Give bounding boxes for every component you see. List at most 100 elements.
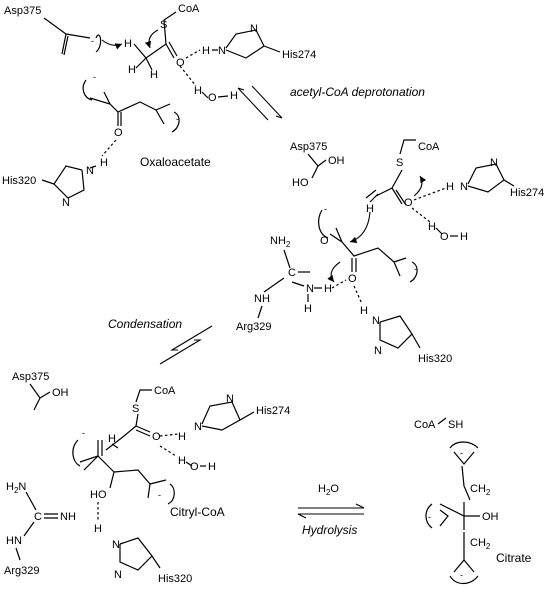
asp375-charge-arc-1 — [95, 34, 102, 53]
minus-sign: - — [93, 72, 96, 82]
proton-transfer-arrow — [101, 39, 123, 50]
h-atom: H — [366, 203, 374, 215]
asp375-label-2: Asp375 — [290, 141, 327, 153]
hbond — [159, 445, 177, 457]
ch2-label: CH2 — [470, 483, 491, 497]
nh-label: NH — [254, 293, 270, 305]
condensation-step-label: Condensation — [108, 317, 182, 331]
n-atom: N — [86, 165, 94, 177]
oxaloacetate-backbone — [89, 91, 157, 113]
c-atom: C — [288, 267, 296, 279]
h-atom: H — [108, 433, 116, 445]
h-atom: H — [178, 431, 186, 443]
o-atom: O — [440, 231, 449, 243]
h-atom: H — [94, 523, 102, 535]
charge-arc — [409, 261, 418, 283]
h-atom: H — [194, 85, 202, 97]
citrate-caption: Citrate — [496, 551, 532, 565]
n-atom: N — [226, 393, 234, 405]
charge-arc — [449, 575, 479, 585]
hbond — [353, 285, 363, 305]
n-atom: N — [306, 283, 314, 295]
acetyl-methyl — [133, 43, 167, 71]
o-atom: O — [152, 431, 161, 443]
citrate-bottom-carboxylate — [453, 532, 475, 573]
minus-sign: - — [91, 36, 94, 46]
h-atom: H — [324, 283, 332, 295]
sh-label: SH — [448, 419, 463, 431]
c-atom: C — [34, 511, 42, 523]
panel-citrate: CoA SH - CH2 - OH CH2 - Citrate — [414, 417, 532, 585]
forward-arrow — [170, 325, 213, 351]
charge-arc — [72, 439, 81, 467]
citryl-thioester — [105, 413, 151, 451]
asp375-label-1: Asp375 — [4, 5, 41, 17]
s-atom: S — [160, 19, 167, 31]
his274-ring-1 — [212, 29, 265, 59]
his274-ring-2 — [467, 163, 505, 193]
o-atom: O — [190, 461, 199, 473]
s-atom: S — [396, 157, 403, 169]
ho-label: HO — [90, 489, 107, 501]
citrate-top-carboxylate — [453, 451, 475, 501]
his274-label-1: His274 — [282, 49, 316, 61]
his274-label-3: His274 — [256, 405, 290, 417]
reverse-arrow — [159, 339, 202, 365]
his274-ring-3 — [201, 401, 241, 431]
forward-arrow — [298, 503, 365, 509]
his320-label-1: His320 — [2, 175, 36, 187]
charge-arc — [167, 483, 175, 505]
minus-sign: - — [428, 512, 431, 522]
coa-label-3: CoA — [154, 385, 176, 397]
hbond — [159, 433, 179, 437]
hbond — [101, 139, 117, 157]
his320-label-2: His320 — [418, 353, 452, 365]
charge-arc — [449, 441, 479, 449]
panel-citryl-coa: Asp375 OH S CoA O H H N N His274 H O H -… — [4, 371, 290, 585]
h-atom: H — [100, 157, 108, 169]
nh-label: NH — [60, 511, 76, 523]
n-atom: N — [218, 45, 226, 57]
oxaloacetate-caption: Oxaloacetate — [140, 155, 211, 169]
ch2-label: CH2 — [470, 537, 491, 551]
deprotonation-equilibrium-arrows: acetyl-CoA deprotonation — [237, 85, 425, 121]
o-atom: O — [404, 197, 413, 209]
h-atom: H — [446, 181, 454, 193]
his274-label-2: His274 — [510, 187, 544, 199]
oh-label: OH — [328, 155, 345, 167]
curved-electron-arrow — [413, 175, 427, 197]
oh-label: OH — [482, 511, 499, 523]
his320-ring-2 — [379, 315, 413, 349]
deprotonation-step-label: acetyl-CoA deprotonation — [290, 85, 425, 99]
his320-ring-3 — [119, 537, 153, 571]
charge-arc — [171, 111, 180, 133]
h-atom: H — [360, 305, 368, 317]
minus-sign: - — [460, 448, 463, 458]
o-atom: O — [348, 273, 357, 285]
hbond — [179, 65, 197, 87]
attack-arrow — [349, 211, 371, 244]
charge-arc — [425, 503, 433, 529]
n-atom: N — [194, 421, 202, 433]
water-label: H2O — [318, 483, 339, 497]
n-atom: N — [374, 345, 382, 357]
h-atom: H — [150, 69, 158, 81]
o-atom: O — [114, 127, 123, 139]
h-atom: H — [304, 303, 312, 315]
h-atom: H — [460, 231, 468, 243]
n-atom: N — [62, 197, 70, 209]
hydrolysis-equilibrium-arrows: H2O Hydrolysis — [297, 483, 365, 537]
arg329-label-2: Arg329 — [4, 565, 39, 577]
citrate-core — [439, 502, 480, 530]
enolate — [375, 169, 407, 206]
o-atom: O — [320, 235, 329, 247]
n-atom: N — [372, 315, 380, 327]
h-atom: H — [230, 90, 238, 102]
forward-arrow — [251, 85, 283, 119]
reverse-arrow — [237, 87, 269, 121]
h2n-label: H2N — [6, 481, 26, 495]
n-atom: N — [114, 569, 122, 581]
charge-arc — [318, 209, 329, 239]
s-atom: S — [132, 403, 139, 415]
